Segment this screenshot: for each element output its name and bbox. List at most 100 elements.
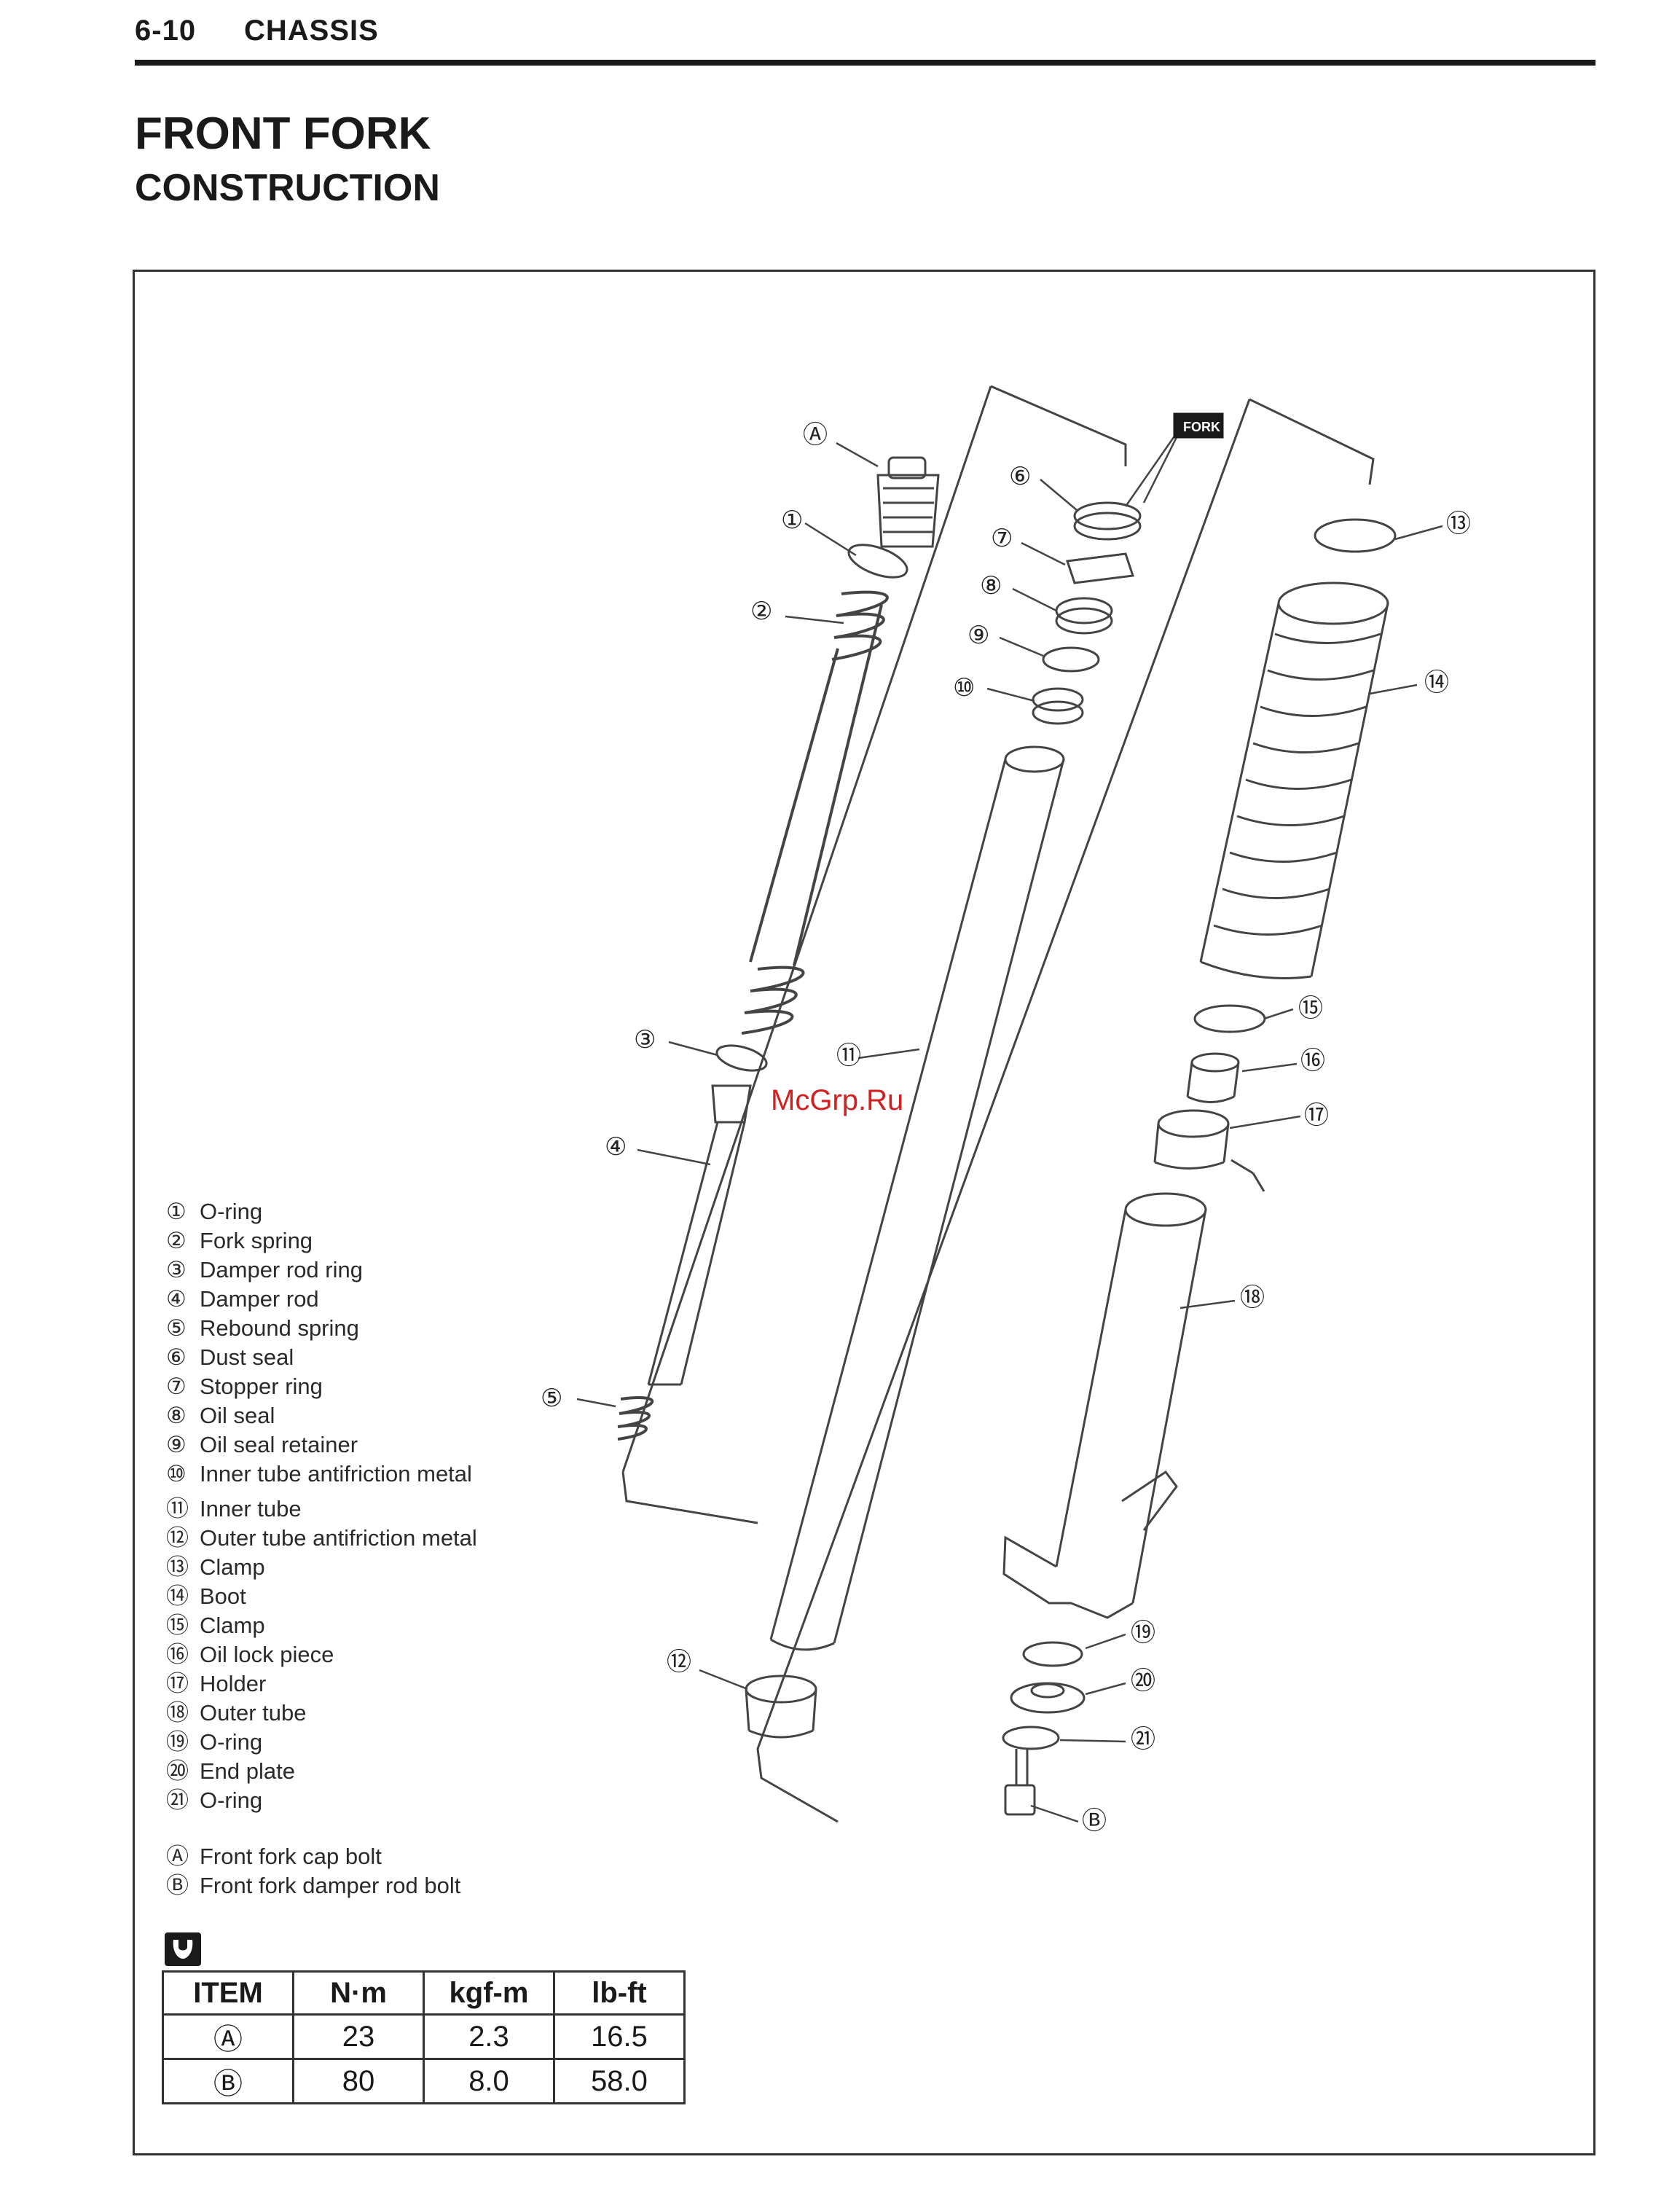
callout-9: ⑨ [967, 621, 989, 650]
oil-lock-piece [1186, 1052, 1240, 1103]
diagram-frame [133, 270, 1595, 2155]
callout-12: ⑫ [667, 1648, 691, 1677]
boot [1199, 581, 1389, 979]
header-nm: N·m [292, 1970, 425, 2016]
callout-18: ⑱ [1240, 1283, 1265, 1312]
row-lbft: 58.0 [553, 2058, 686, 2104]
callout-8: ⑧ [980, 571, 1002, 600]
header-item: ITEM [162, 1970, 294, 2016]
callout-15: ⑮ [1298, 994, 1323, 1023]
page-header: 6-10 CHASSIS [135, 15, 379, 47]
header-rule [135, 60, 1595, 66]
callout-3: ③ [634, 1025, 656, 1054]
row-nm: 80 [292, 2058, 425, 2104]
damper-rod-bolt [1004, 1749, 1036, 1816]
callout-2: ② [750, 597, 772, 626]
fork-spring [741, 590, 889, 1035]
callout-20: ⑳ [1131, 1667, 1155, 1696]
cap-bolt [876, 456, 940, 548]
page-title: FRONT FORK [135, 109, 431, 159]
damper-rod-ring [715, 1044, 768, 1072]
outer-tube-antifriction-metal [745, 1675, 817, 1739]
row-kgfm: 2.3 [423, 2013, 555, 2060]
table-row: Ⓑ 80 8.0 58.0 [162, 2058, 686, 2104]
dust-seal [1073, 501, 1142, 530]
watermark: McGrp.Ru [771, 1084, 904, 1116]
outer-tube [1002, 1192, 1207, 1619]
o-ring-1 [847, 544, 908, 579]
damper-rod [647, 1084, 752, 1386]
callout-14: ⑭ [1424, 668, 1449, 697]
torque-header-row: ITEM N·m kgf-m lb-ft [162, 1970, 686, 2016]
callout-16: ⑯ [1300, 1046, 1325, 1076]
page-number: 6-10 [135, 15, 197, 47]
callout-5: ⑤ [541, 1384, 562, 1413]
rebound-spring [617, 1396, 654, 1441]
stopper-ring [1065, 552, 1135, 584]
fork-tag-label: FORK [1183, 420, 1220, 434]
torque-table: ITEM N·m kgf-m lb-ft Ⓐ 23 2.3 16.5 Ⓑ 80 … [162, 1970, 686, 2104]
callout-b: Ⓑ [1082, 1806, 1107, 1836]
header-lbft: lb-ft [553, 1970, 686, 2016]
holder [1153, 1109, 1265, 1192]
row-nm: 23 [292, 2013, 425, 2060]
callout-10: ⑩ [953, 673, 975, 702]
o-ring-21 [1002, 1726, 1060, 1750]
callout-7: ⑦ [991, 524, 1013, 553]
inner-tube-antifriction-metal [1032, 687, 1084, 712]
oil-seal-retainer [1042, 646, 1100, 673]
o-ring-19 [1022, 1641, 1083, 1667]
row-item: Ⓑ [162, 2058, 294, 2104]
section-name: CHASSIS [244, 15, 379, 47]
oil-seal [1055, 597, 1113, 624]
page-subtitle: CONSTRUCTION [135, 167, 440, 209]
table-row: Ⓐ 23 2.3 16.5 [162, 2013, 686, 2060]
clamp-15 [1193, 1004, 1266, 1033]
fork-grease-tag [1124, 412, 1224, 507]
callout-1: ① [781, 506, 803, 535]
callout-6: ⑥ [1009, 462, 1031, 491]
callout-17: ⑰ [1304, 1101, 1329, 1130]
end-plate [1010, 1682, 1086, 1714]
header-kgfm: kgf-m [423, 1970, 555, 2016]
callout-a: Ⓐ [803, 420, 828, 450]
callout-13: ⑬ [1446, 509, 1471, 538]
inner-tube [769, 745, 1065, 1651]
guide-line-middle [756, 398, 1375, 1823]
callout-11: ⑪ [836, 1041, 861, 1070]
guide-line-left [621, 385, 1127, 1524]
clamp-13 [1314, 518, 1397, 553]
callout-19: ⑲ [1131, 1618, 1155, 1648]
callout-4: ④ [605, 1132, 627, 1162]
callout-21: ㉑ [1131, 1725, 1155, 1754]
leader-lines [576, 442, 1443, 1823]
row-kgfm: 8.0 [423, 2058, 555, 2104]
torque-wrench-icon [165, 1932, 201, 1966]
row-item: Ⓐ [162, 2013, 294, 2060]
row-lbft: 16.5 [553, 2013, 686, 2060]
